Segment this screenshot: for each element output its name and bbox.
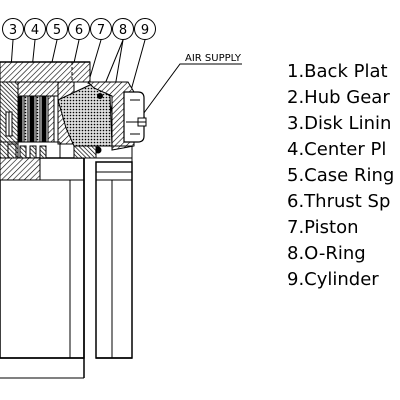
callout-9-label: 9 xyxy=(141,23,149,38)
legend-item-5: 5.Case Ring xyxy=(287,165,394,186)
callout-6: 6 xyxy=(68,18,90,40)
callout-bubbles: 3 4 5 6 7 8 9 xyxy=(2,18,156,40)
legend-item-8: 8.O-Ring xyxy=(287,243,366,264)
callout-9: 9 xyxy=(134,18,156,40)
legend-item-7: 7.Piston xyxy=(287,217,359,238)
legend-item-2: 2.Hub Gear xyxy=(287,87,390,108)
legend-item-4: 4.Center Pl xyxy=(287,139,386,160)
callout-4: 4 xyxy=(24,18,46,40)
callout-5: 5 xyxy=(46,18,68,40)
callout-3-label: 3 xyxy=(9,23,17,38)
callout-4-label: 4 xyxy=(31,23,39,38)
callout-7: 7 xyxy=(90,18,112,40)
callout-3: 3 xyxy=(2,18,24,40)
clutch-assembly xyxy=(0,61,147,379)
callout-7-label: 7 xyxy=(97,23,105,38)
callout-8: 8 xyxy=(112,18,134,40)
parts-legend: 1.Back Plat 2.Hub Gear 3.Disk Linin 4.Ce… xyxy=(287,61,394,290)
legend-item-6: 6.Thrust Sp xyxy=(287,191,390,212)
callout-6-label: 6 xyxy=(75,23,83,38)
callout-8-label: 8 xyxy=(119,23,127,38)
air-supply-callout: AIR SUPPLY xyxy=(137,53,242,122)
legend-item-9: 9.Cylinder xyxy=(287,269,379,290)
legend-item-3: 3.Disk Linin xyxy=(287,113,391,134)
air-supply-label: AIR SUPPLY xyxy=(185,53,242,64)
legend-item-1: 1.Back Plat xyxy=(287,61,388,82)
callout-5-label: 5 xyxy=(53,23,61,38)
